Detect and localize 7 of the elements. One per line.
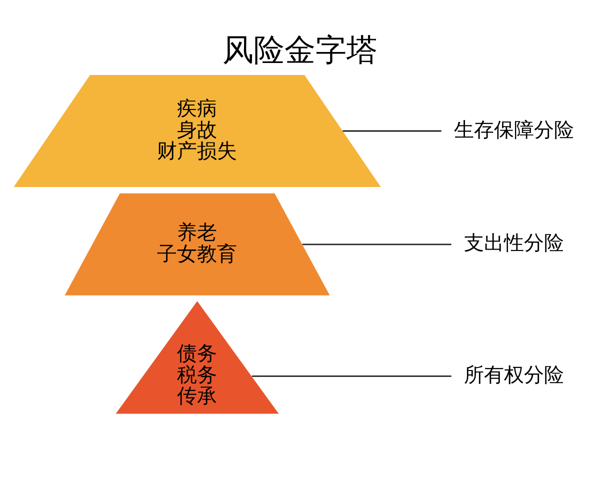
diagram-title: 风险金字塔 bbox=[222, 32, 378, 68]
connector bbox=[342, 130, 442, 132]
node-text: 所有权分险 bbox=[464, 362, 564, 386]
node-text: 生存保障分险 bbox=[454, 118, 574, 141]
node-text: 支出性分险 bbox=[464, 231, 564, 254]
connector bbox=[302, 243, 452, 245]
connector bbox=[252, 375, 452, 376]
